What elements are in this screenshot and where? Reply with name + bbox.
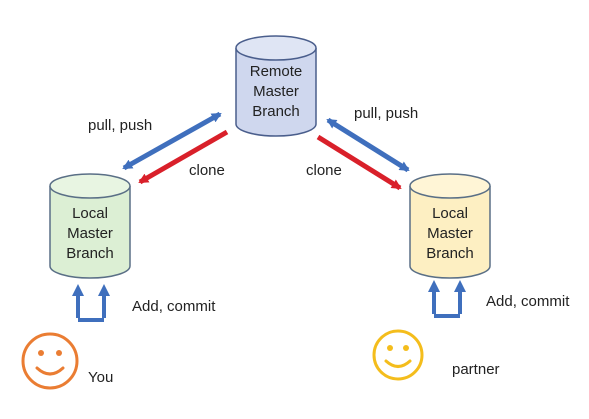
clone-arrow-left xyxy=(138,129,229,185)
remote-label-line1: Remote xyxy=(250,63,303,80)
local-you-label-line3: Branch xyxy=(66,245,114,262)
partner-smiley-icon xyxy=(372,329,424,381)
add-commit-arrow-right xyxy=(428,280,466,318)
clone-label-right: clone xyxy=(306,162,342,179)
local-master-branch-partner-cylinder: Local Master Branch xyxy=(409,173,491,279)
add-commit-arrow-left xyxy=(72,284,110,322)
you-label: You xyxy=(88,369,113,386)
local-you-label-line1: Local xyxy=(72,205,108,222)
local-you-label-line2: Master xyxy=(67,225,113,242)
remote-label-line2: Master xyxy=(253,83,299,100)
pull-push-label-right: pull, push xyxy=(354,105,418,122)
local-master-branch-you-cylinder: Local Master Branch xyxy=(49,173,131,279)
partner-label: partner xyxy=(452,361,500,378)
pull-push-arrow-right xyxy=(326,117,410,173)
local-partner-label-line2: Master xyxy=(427,225,473,242)
pull-push-arrow-left xyxy=(122,111,222,171)
pull-push-label-left: pull, push xyxy=(88,117,152,134)
add-commit-label-left: Add, commit xyxy=(132,298,216,315)
add-commit-label-right: Add, commit xyxy=(486,293,570,310)
local-partner-label-line3: Branch xyxy=(426,245,474,262)
remote-label-line3: Branch xyxy=(252,103,300,120)
clone-arrow-right xyxy=(316,134,402,191)
remote-master-branch-cylinder: Remote Master Branch xyxy=(235,35,317,137)
clone-label-left: clone xyxy=(189,162,225,179)
local-partner-label-line1: Local xyxy=(432,205,468,222)
you-smiley-icon xyxy=(21,332,79,390)
